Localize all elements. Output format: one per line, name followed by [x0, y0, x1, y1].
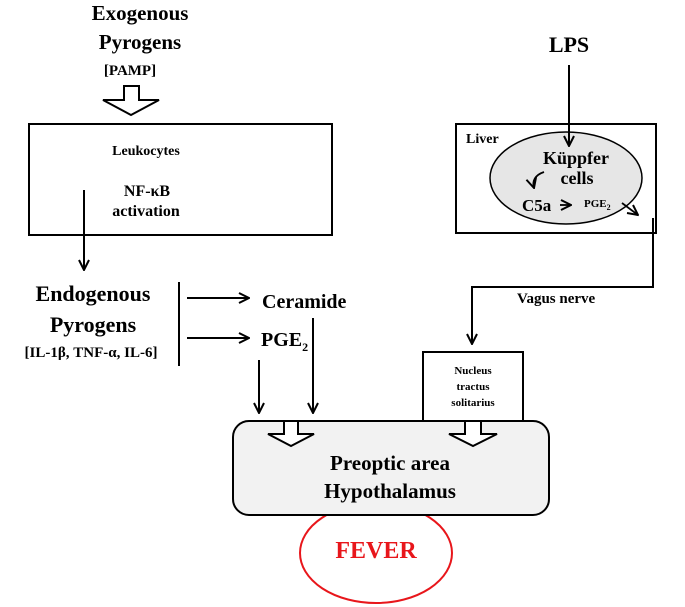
hypothalamus-hollow-arrow-left	[267, 420, 315, 448]
nts-label-line1: Nucleus	[454, 365, 492, 377]
activation-label: activation	[112, 203, 180, 220]
kupffer-ellipse	[489, 131, 643, 225]
kupffer-label-line2: cells	[560, 168, 594, 188]
leukocytes-box	[28, 123, 333, 236]
arrow-kupffer-to-c5a	[533, 171, 545, 188]
fever-label: FEVER	[335, 538, 417, 564]
hypothalamus-hollow-arrow-right	[448, 420, 498, 448]
cytokines-label: [IL-1β, TNF-α, IL-6]	[24, 345, 158, 361]
lps-label: LPS	[548, 32, 590, 57]
pge2-label: PGE2	[261, 329, 309, 354]
c5a-label: C5a	[522, 196, 552, 215]
hypothalamus-label-line2: Hypothalamus	[324, 479, 456, 503]
endogenous-title-line2: Pyrogens	[49, 312, 137, 337]
nts-label-line3: solitarius	[451, 397, 495, 409]
arrow-pge2-out-of-liver	[621, 202, 638, 215]
vagus-nerve-label: Vagus nerve	[517, 291, 596, 307]
pamp-label: [PAMP]	[103, 63, 157, 79]
liver-pge2-label: PGE2	[584, 198, 611, 213]
exogenous-title-line1: Exogenous	[91, 1, 189, 25]
ceramide-label: Ceramide	[262, 291, 347, 313]
liver-label: Liver	[466, 132, 499, 147]
leukocytes-label: Leukocytes	[112, 144, 180, 159]
nfkb-label: NF-κB	[123, 183, 171, 200]
kupffer-label-line1: Küppfer	[542, 148, 610, 168]
endogenous-title-line1: Endogenous	[35, 281, 151, 306]
pamp-hollow-arrow	[102, 85, 160, 117]
nts-label-line2: tractus	[456, 381, 490, 393]
vagus-nerve-path	[472, 218, 654, 344]
hypothalamus-label-line1: Preoptic area	[330, 451, 450, 475]
exogenous-title-line2: Pyrogens	[98, 30, 182, 54]
